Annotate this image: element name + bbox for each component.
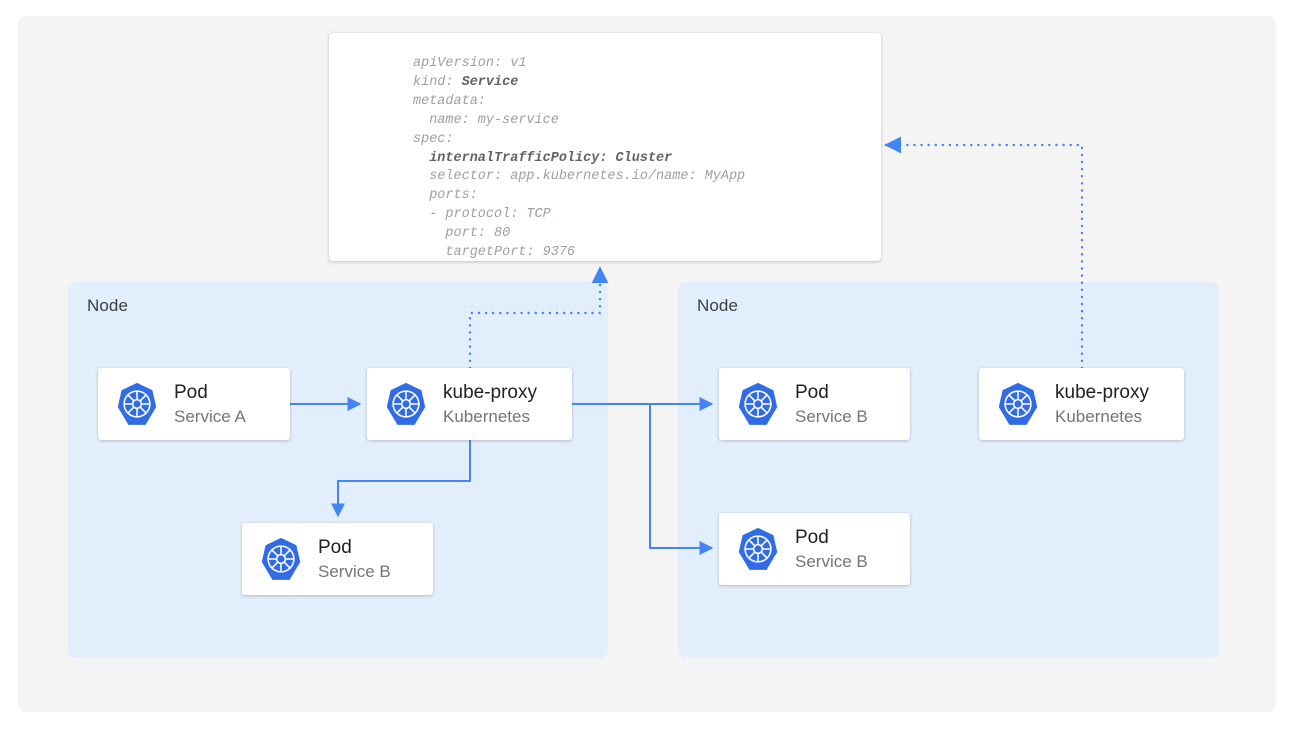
card-pod-service-b-left-text: Pod Service B bbox=[318, 536, 391, 583]
card-title: Pod bbox=[174, 381, 208, 403]
card-subtitle: Service B bbox=[318, 562, 391, 582]
manifest-line-spec: spec: bbox=[413, 131, 454, 147]
manifest-line-selector: selector: app.kubernetes.io/name: MyApp bbox=[413, 169, 746, 185]
card-pod-service-b-left[interactable]: Pod Service B bbox=[242, 523, 433, 595]
kubernetes-icon bbox=[117, 382, 157, 425]
card-pod-service-a-text: Pod Service A bbox=[174, 381, 246, 428]
manifest-line-targetport: targetPort: 9376 bbox=[413, 245, 576, 261]
node-container-left bbox=[68, 282, 608, 658]
manifest-line-apiversion: apiVersion: v1 bbox=[413, 56, 527, 71]
card-pod-service-a[interactable]: Pod Service A bbox=[98, 368, 290, 440]
service-manifest-code: apiVersion: v1 kind: Service metadata: n… bbox=[413, 55, 745, 261]
card-kube-proxy-right-text: kube-proxy Kubernetes bbox=[1055, 381, 1149, 428]
kubernetes-icon bbox=[386, 382, 426, 425]
kubernetes-icon bbox=[738, 527, 778, 570]
kubernetes-icon bbox=[998, 382, 1038, 425]
kubernetes-icon bbox=[261, 537, 301, 580]
node-label-left: Node bbox=[87, 296, 129, 315]
card-subtitle: Service B bbox=[795, 552, 868, 572]
manifest-line-metadata: metadata: bbox=[413, 93, 486, 109]
node-label-right: Node bbox=[697, 296, 739, 315]
manifest-line-port: port: 80 bbox=[413, 226, 511, 242]
card-subtitle: Service B bbox=[795, 407, 868, 427]
card-subtitle: Service A bbox=[174, 407, 246, 427]
card-title: Pod bbox=[318, 536, 352, 558]
card-title: kube-proxy bbox=[1055, 381, 1149, 403]
card-pod-service-b-right-top[interactable]: Pod Service B bbox=[719, 368, 910, 440]
card-kube-proxy-left-text: kube-proxy Kubernetes bbox=[443, 381, 537, 428]
kubernetes-icon bbox=[738, 382, 778, 425]
manifest-line-name: name: my-service bbox=[413, 112, 559, 128]
service-manifest-card: apiVersion: v1 kind: Service metadata: n… bbox=[329, 33, 881, 261]
manifest-line-kind-key: kind: bbox=[413, 74, 462, 90]
card-subtitle: Kubernetes bbox=[1055, 407, 1142, 427]
manifest-line-protocol: - protocol: TCP bbox=[413, 207, 551, 223]
card-pod-service-b-right-bottom[interactable]: Pod Service B bbox=[719, 513, 910, 585]
card-title: Pod bbox=[795, 526, 829, 548]
manifest-line-kind-value: Service bbox=[461, 74, 519, 90]
card-title: kube-proxy bbox=[443, 381, 537, 403]
node-container-right bbox=[678, 282, 1219, 658]
card-title: Pod bbox=[795, 381, 829, 403]
card-subtitle: Kubernetes bbox=[443, 407, 530, 427]
card-kube-proxy-left[interactable]: kube-proxy Kubernetes bbox=[367, 368, 572, 440]
card-pod-service-b-right-bottom-text: Pod Service B bbox=[795, 526, 868, 573]
card-kube-proxy-right[interactable]: kube-proxy Kubernetes bbox=[979, 368, 1184, 440]
card-pod-service-b-right-top-text: Pod Service B bbox=[795, 381, 868, 428]
manifest-line-ports: ports: bbox=[413, 188, 478, 204]
manifest-line-internal-traffic-policy: internalTrafficPolicy: Cluster bbox=[413, 150, 673, 166]
